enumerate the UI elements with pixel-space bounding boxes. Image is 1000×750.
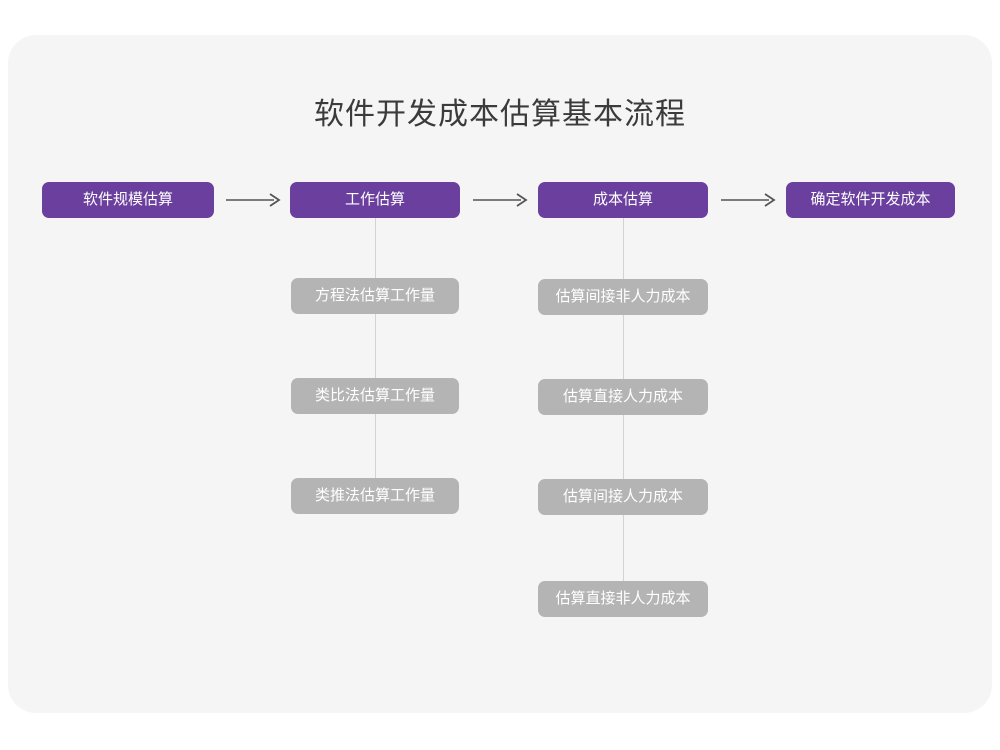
flow-node-determine-development-cost[interactable]: 确定软件开发成本 (786, 182, 955, 218)
branch-node-indirect-labor-cost[interactable]: 估算间接人力成本 (538, 479, 708, 515)
branch-node-inference-method-effort[interactable]: 类推法估算工作量 (291, 478, 459, 514)
arrow-right-icon (473, 192, 531, 208)
branch-node-direct-labor-cost[interactable]: 估算直接人力成本 (538, 379, 708, 415)
branch-node-indirect-nonlabor-cost[interactable]: 估算间接非人力成本 (538, 279, 708, 315)
connector-line-left-branch (375, 218, 376, 498)
branch-node-equation-method-effort[interactable]: 方程法估算工作量 (291, 278, 459, 314)
flow-node-software-scale-estimation[interactable]: 软件规模估算 (42, 182, 214, 218)
page-title: 软件开发成本估算基本流程 (314, 98, 686, 131)
branch-node-direct-nonlabor-cost[interactable]: 估算直接非人力成本 (538, 581, 708, 617)
arrow-right-icon (721, 192, 779, 208)
branch-node-analogy-method-effort[interactable]: 类比法估算工作量 (291, 378, 459, 414)
flow-node-cost-estimation[interactable]: 成本估算 (538, 182, 708, 218)
diagram-card (8, 35, 992, 713)
flow-node-work-estimation[interactable]: 工作估算 (290, 182, 460, 218)
arrow-right-icon (226, 192, 284, 208)
